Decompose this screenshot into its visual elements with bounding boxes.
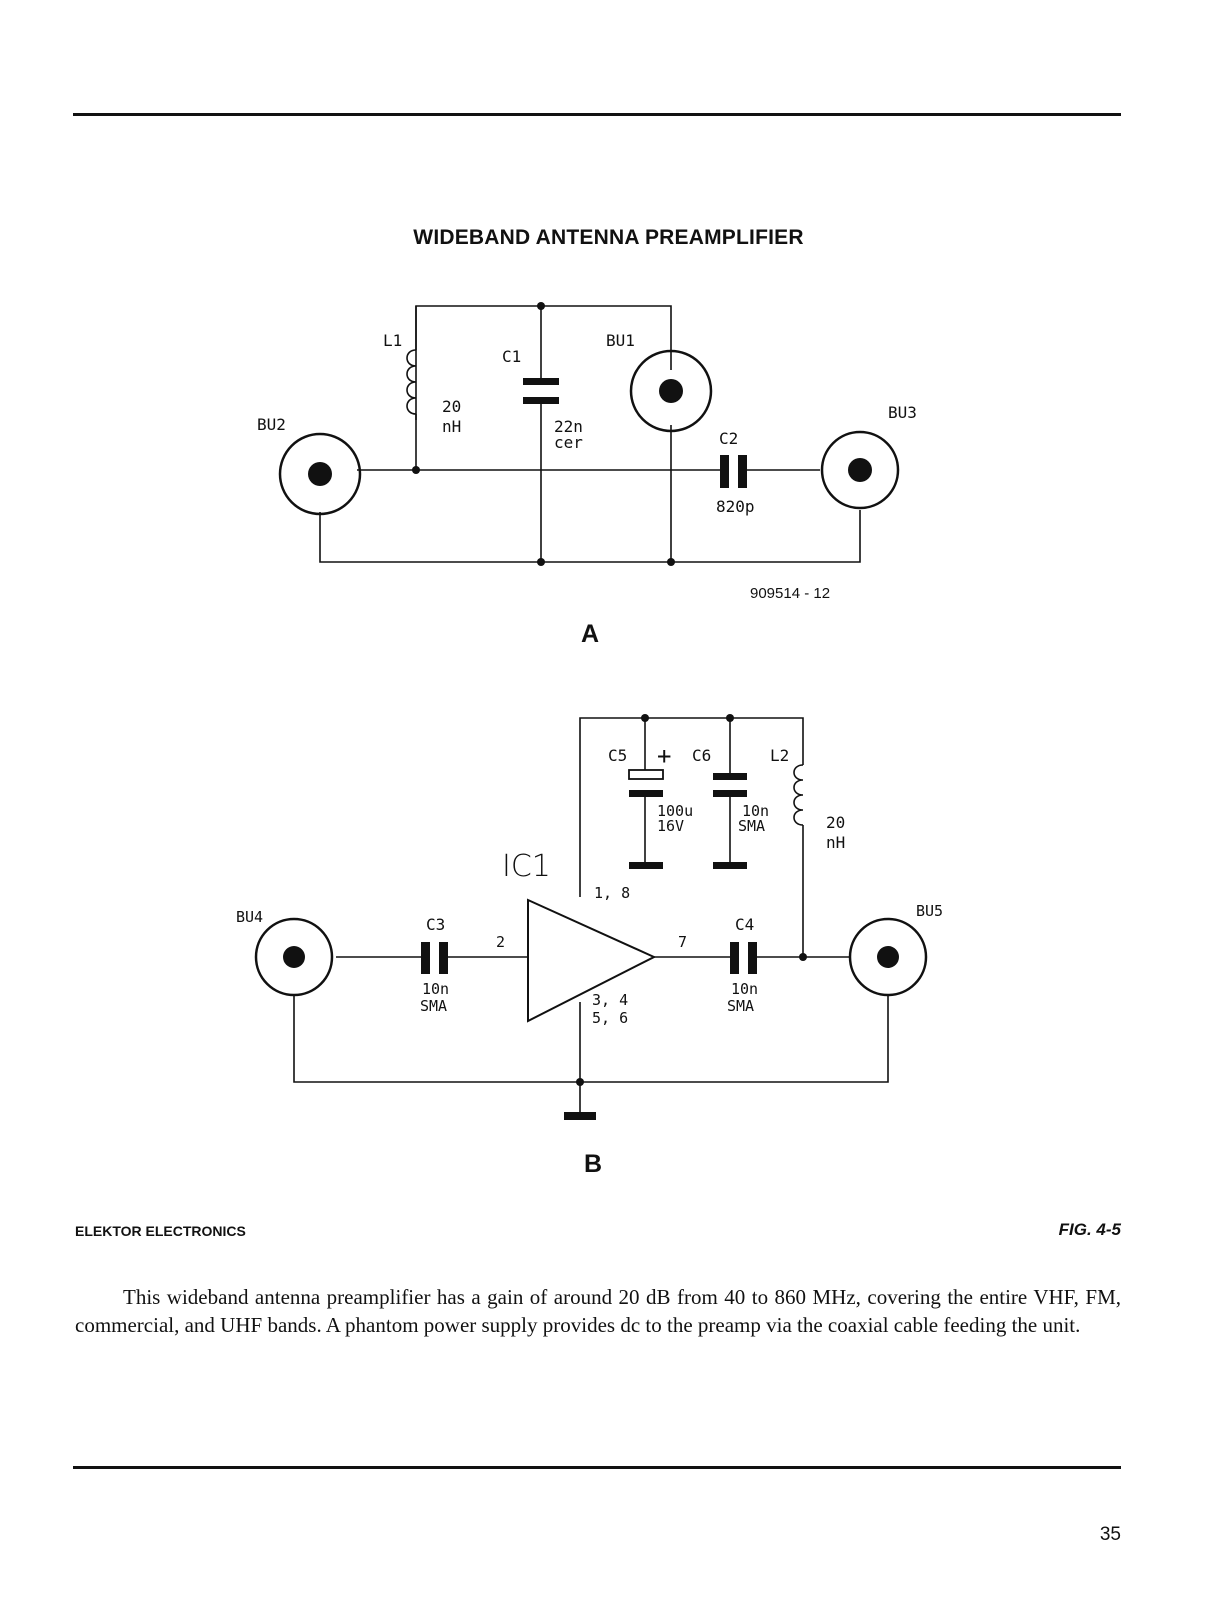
label-c6-type: SMA — [738, 817, 765, 835]
label-c6: C6 — [692, 746, 711, 765]
label-pin-gnd-1: 3, 4 — [592, 991, 628, 1009]
inductor-l1 — [406, 349, 417, 415]
bnc-connector-bu4 — [254, 917, 334, 997]
figure-title: WIDEBAND ANTENNA PREAMPLIFIER — [413, 226, 804, 249]
capacitor-c4 — [730, 942, 739, 974]
label-bu2: BU2 — [257, 415, 286, 434]
label-ic1: IC1 — [502, 849, 551, 884]
label-bu3: BU3 — [888, 403, 917, 422]
label-c1: C1 — [502, 347, 521, 366]
label-c1-type: cer — [554, 433, 583, 452]
label-l2: L2 — [770, 746, 789, 765]
capacitor-c5 — [628, 769, 664, 780]
label-l2-value: 20 — [826, 813, 845, 832]
capacitor-c3 — [421, 942, 430, 974]
label-pin-supply: 1, 8 — [594, 884, 630, 902]
figure-number: FIG. 4-5 — [1058, 1220, 1121, 1239]
label-c2: C2 — [719, 429, 738, 448]
label-l1-value: 20 — [442, 397, 461, 416]
label-pin-in: 2 — [496, 933, 505, 951]
label-c3-value: 10n — [422, 980, 449, 998]
bnc-connector-bu2 — [278, 432, 362, 516]
bnc-connector-bu3 — [820, 430, 900, 510]
ground-rail-a — [319, 510, 861, 563]
label-l1: L1 — [383, 331, 402, 350]
label-c2-value: 820p — [716, 497, 755, 516]
ground-symbol-ic1 — [564, 1112, 596, 1120]
label-c5-value: 100u — [657, 802, 693, 820]
label-l2-unit: nH — [826, 833, 845, 852]
bnc-connector-bu1 — [629, 349, 713, 433]
supply-rail-wire — [579, 717, 804, 897]
bottom-rule — [73, 1466, 1121, 1469]
c5-polarity-mark: + — [657, 742, 671, 770]
bnc-connector-bu5 — [848, 917, 928, 997]
ground-rail-b — [293, 996, 889, 1083]
ground-symbol-c5 — [629, 862, 663, 869]
schematic-a: BU1 BU2 BU3 L1 20 nH C1 22n cer C2 820p … — [257, 302, 917, 602]
amplifier-ic1 — [527, 898, 657, 1023]
schematic-b: + BU4 BU5 IC1 C3 10n SMA C4 10n SMA C5 1… — [236, 714, 943, 1120]
source-credit: ELEKTOR ELECTRONICS — [75, 1223, 246, 1239]
figure-a-label: A — [581, 620, 600, 648]
label-c3-type: SMA — [420, 997, 447, 1015]
inductor-l2 — [793, 764, 804, 826]
label-c3: C3 — [426, 915, 445, 934]
label-c4: C4 — [735, 915, 754, 934]
label-c4-value: 10n — [731, 980, 758, 998]
ground-symbol-c6 — [713, 862, 747, 869]
label-c5: C5 — [608, 746, 627, 765]
label-bu4: BU4 — [236, 908, 263, 926]
label-c5-voltage: 16V — [657, 817, 684, 835]
label-bu5: BU5 — [916, 902, 943, 920]
capacitor-c1 — [523, 378, 559, 385]
drawing-number: 909514 - 12 — [750, 585, 830, 602]
capacitor-c2 — [720, 455, 729, 488]
figure-b-label: B — [584, 1150, 603, 1178]
label-pin-gnd-2: 5, 6 — [592, 1009, 628, 1027]
description-paragraph: This wideband antenna preamplifier has a… — [75, 1285, 1121, 1337]
label-bu1: BU1 — [606, 331, 635, 350]
page-number: 35 — [1099, 1524, 1121, 1545]
top-rule — [73, 113, 1121, 116]
label-l1-unit: nH — [442, 417, 461, 436]
label-c1-value: 22n — [554, 417, 583, 436]
capacitor-c6 — [713, 773, 747, 780]
label-c4-type: SMA — [727, 997, 754, 1015]
label-pin-out: 7 — [678, 933, 687, 951]
label-c6-value: 10n — [742, 802, 769, 820]
